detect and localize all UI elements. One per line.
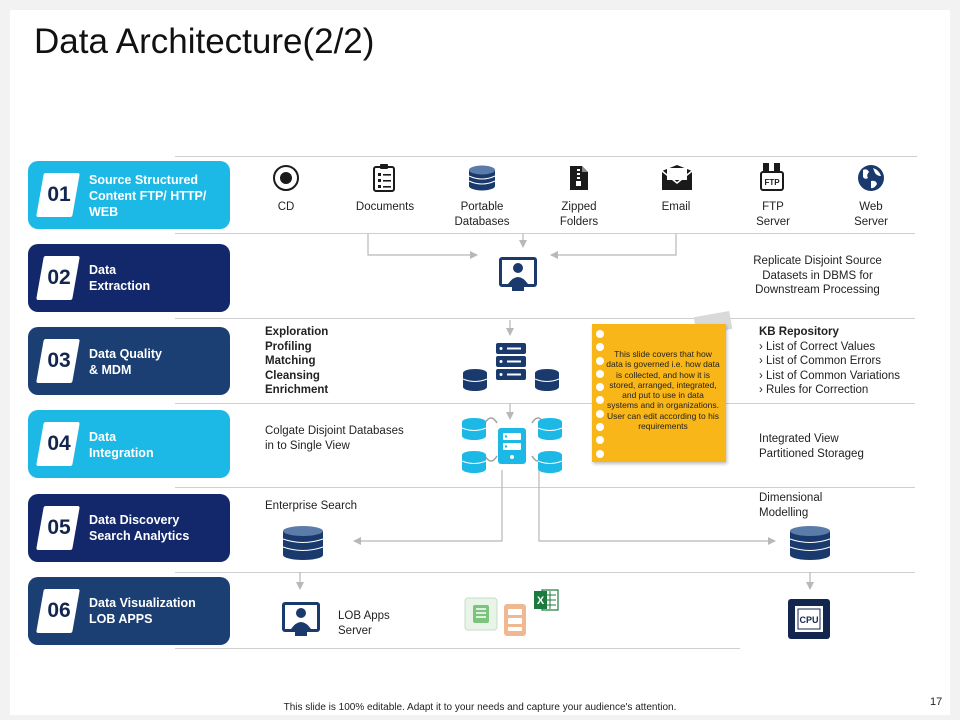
step-badge-06: 06 Data Visualization LOB APPS [28, 577, 230, 645]
excel-icon-text: X [537, 595, 545, 607]
row-divider [175, 318, 915, 319]
row-divider [175, 156, 917, 157]
step-number: 03 [47, 349, 71, 372]
cd-icon [273, 165, 299, 191]
cpu-icon: CPU [788, 599, 830, 639]
server-app-icon [504, 604, 526, 636]
quality-process-cleansing: Cleansing [265, 369, 320, 382]
ftp-icon-text: FTP [764, 178, 780, 187]
discovery-left-text: Enterprise Search [265, 500, 358, 512]
flow-connectors [296, 234, 814, 590]
quality-process-matching: Matching [265, 355, 316, 367]
documents-icon [373, 164, 395, 192]
step-badge-04: 04 Data Integration [28, 410, 230, 478]
source-label-ftp-server: FTP Server [756, 201, 790, 228]
user-monitor-icon [282, 602, 320, 636]
step-badge-01: 01 Source Structured Content FTP/ HTTP/ … [28, 161, 230, 229]
note-text: This slide covers that how data is gover… [606, 349, 720, 432]
row-divider [175, 403, 915, 404]
step-number: 02 [47, 266, 71, 289]
extraction-description: Replicate Disjoint Source Datasets in DB… [753, 255, 882, 296]
step-number: 04 [47, 432, 71, 455]
sticky-note: This slide covers that how data is gover… [592, 324, 726, 462]
source-label-cd: CD [277, 201, 295, 213]
globe-icon [858, 165, 884, 191]
source-label-portable-databases: Portable Databases [454, 201, 510, 228]
step-label: Source Structured Content FTP/ HTTP/ WEB [89, 173, 207, 219]
quality-process-exploration: Exploration [265, 326, 329, 338]
step-number: 05 [47, 516, 71, 539]
database-icon [789, 526, 831, 560]
source-label-documents: Documents [355, 201, 415, 213]
step-number: 01 [47, 183, 71, 206]
kb-item: › Rules for Correction [759, 384, 869, 396]
integration-right-text: Integrated View Partitioned Storageg [759, 433, 864, 460]
page-title: Data Architecture(2/2) [34, 22, 375, 61]
step-number: 06 [47, 599, 71, 622]
footer-text: This slide is 100% editable. Adapt it to… [283, 702, 677, 713]
kb-item: › List of Common Errors [759, 355, 882, 367]
excel-icon: X [534, 589, 559, 611]
email-icon [661, 165, 693, 190]
source-label-web-server: Web Server [854, 201, 888, 228]
cpu-icon-text: CPU [799, 615, 818, 625]
row-divider [175, 572, 915, 573]
lob-apps-server-text: LOB Apps Server [338, 610, 390, 637]
note-dots [596, 330, 604, 463]
row-divider [175, 648, 740, 649]
user-monitor-icon [499, 257, 537, 291]
kb-item: › List of Correct Values [759, 340, 876, 353]
step-badge-02: 02 Data Extraction [28, 244, 230, 312]
database-icon [468, 165, 496, 191]
integration-databases-icon [461, 418, 563, 473]
step-badge-03: 03 Data Quality & MDM [28, 327, 230, 395]
source-label-email: Email [661, 201, 691, 213]
spreadsheet-app-icon [464, 597, 498, 631]
step-label: Data Extraction [89, 263, 151, 293]
kb-item: › List of Common Variations [759, 369, 901, 382]
row-divider [175, 487, 915, 488]
database-server-cluster-icon [462, 343, 560, 391]
integration-left-text: Colgate Disjoint Databases in to Single … [265, 425, 404, 452]
kb-title: KB Repository [759, 326, 839, 338]
ftp-server-icon: FTP [760, 163, 784, 191]
row-divider [175, 233, 915, 234]
database-icon [282, 526, 324, 560]
source-label-zipped-folders: Zipped Folders [559, 201, 599, 228]
zipped-folder-icon [570, 166, 588, 190]
quality-process-profiling: Profiling [265, 340, 312, 353]
discovery-right-text: Dimensional Modelling [759, 492, 823, 519]
slide: Data Architecture(2/2) 01 Source Structu… [10, 10, 950, 715]
page-number: 17 [930, 696, 943, 708]
step-label: Data Visualization LOB APPS [89, 596, 196, 626]
step-label: Data Integration [89, 430, 154, 460]
quality-process-enrichment: Enrichment [265, 384, 329, 396]
step-label: Data Quality & MDM [89, 347, 162, 377]
step-label: Data Discovery Search Analytics [89, 513, 190, 543]
step-badge-05: 05 Data Discovery Search Analytics [28, 494, 230, 562]
